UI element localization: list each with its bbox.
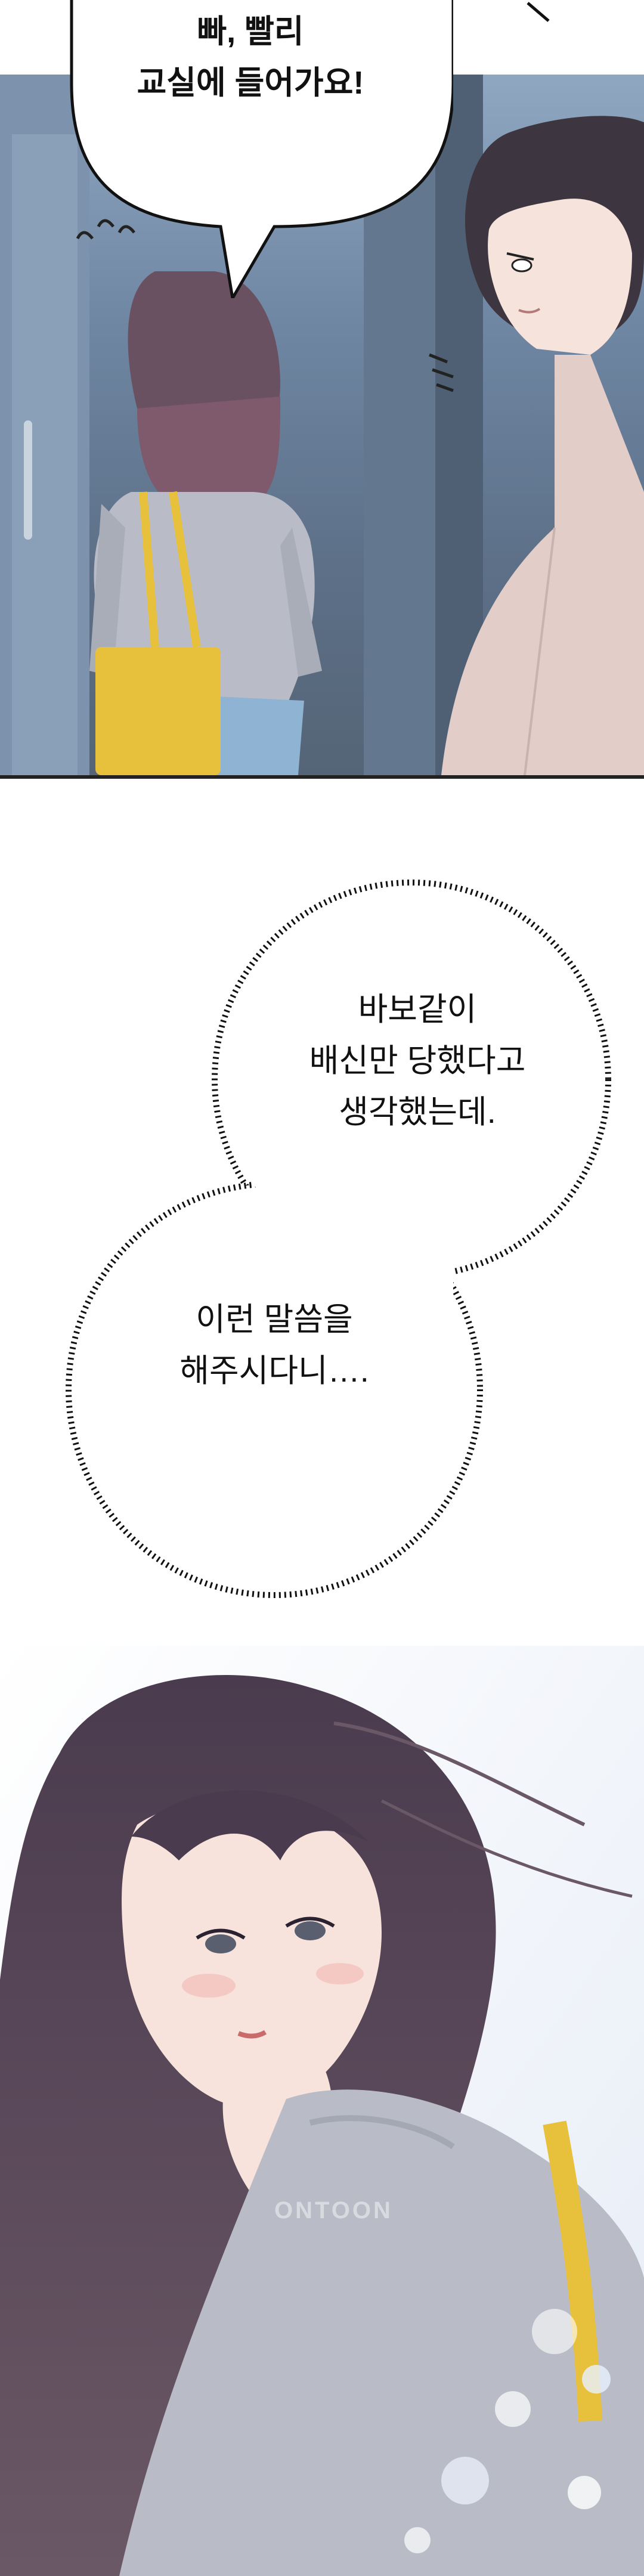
speech-bubble-top: 빠, 빨리 교실에 들어가요! [36,0,453,298]
burst-line: 배신만 당했다고 [309,1043,526,1079]
shout-mark-icon [527,2,550,22]
panel-closeup: ONTOON [0,1646,644,2576]
burst-bubble-shape [66,880,611,1598]
closeup-illustration [0,1646,644,2576]
burst-line: 이런 말씀을 [196,1302,353,1337]
burst-bubble: 바보같이 배신만 당했다고 생각했는데. 이런 말씀을 해주시다니…. [48,865,644,1640]
speech-line: 교실에 들어가요! [137,65,364,101]
speech-line: 빠, 빨리 [197,14,304,49]
burst-text-a: 바보같이 배신만 당했다고 생각했는데. [280,984,555,1138]
speech-bubble-shape [70,0,453,298]
burst-line: 바보같이 [358,992,477,1027]
speech-text-top: 빠, 빨리 교실에 들어가요! [125,6,376,109]
burst-line: 해주시다니…. [179,1353,369,1389]
burst-line: 생각했는데. [339,1094,496,1130]
burst-text-b: 이런 말씀을 해주시다니…. [143,1294,405,1397]
watermark-text: ONTOON [274,2197,393,2224]
